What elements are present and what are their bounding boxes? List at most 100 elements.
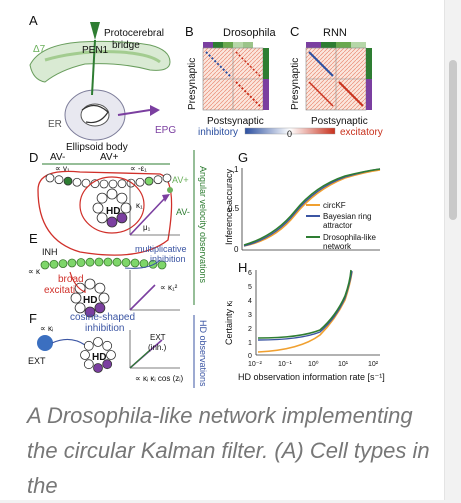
h-ytick-5: 5 — [248, 284, 252, 291]
inh-paren-text: (inh.) — [148, 343, 167, 352]
colorbar: inhibitory 0 excitatory — [198, 127, 383, 139]
neuron-dot — [112, 257, 122, 267]
h-xtick-4: 10¹ — [338, 361, 349, 368]
g-ytick-0: 0 — [234, 245, 239, 254]
figure-image: A Protocerebral bridge PEN1 Δ7 ER EPG El… — [28, 13, 385, 388]
inhibition-e-text: inhibition — [150, 254, 186, 264]
article-frame: A Protocerebral bridge PEN1 Δ7 ER EPG El… — [0, 0, 444, 500]
panel-c-ylabel: Presynaptic — [290, 58, 301, 110]
delta7-text: Δ7 — [33, 44, 46, 55]
panel-h-ylabel: Certainty κᵢ — [224, 301, 234, 345]
protocerebral-bridge-shape — [29, 40, 171, 83]
side-label-hd: HD observations — [198, 320, 208, 387]
panel-c-xlabel: Postsynaptic — [311, 116, 368, 127]
neuron-dot — [102, 359, 113, 370]
panel-g-ylabel: Inference accuracy — [224, 168, 234, 245]
g-curve-circkf — [243, 169, 381, 247]
neuron-dot — [130, 258, 140, 268]
panel-h: H Certainty κᵢ 6 5 4 3 2 1 0 10⁻² 10⁻¹ 1… — [224, 260, 385, 382]
h-xtick-5: 10² — [368, 361, 379, 368]
neuron-dot — [83, 359, 94, 370]
h-curve-bayes — [257, 270, 353, 341]
neuron-dot — [58, 259, 68, 269]
ext-text: EXT — [28, 356, 46, 366]
legend-bayes2: attractor — [323, 221, 353, 230]
vertical-scrollbar[interactable] — [444, 0, 461, 500]
panel-c-title: RNN — [323, 27, 347, 39]
h-ytick-6: 6 — [248, 270, 252, 277]
h-xtick-1: 10⁻² — [248, 361, 262, 368]
k2-text: ∝ κ₁² — [160, 283, 178, 292]
neuron-dot — [83, 340, 94, 351]
neuron-dot — [99, 179, 109, 189]
avminus-text: AV- — [50, 152, 65, 163]
figure-caption: A Drosophila-like network implementing t… — [27, 403, 430, 498]
neuron-dot — [121, 258, 131, 267]
neuron-dot — [85, 257, 95, 267]
neuron-dot — [102, 340, 113, 351]
er-text: ER — [48, 119, 62, 130]
neuron-dot — [49, 259, 59, 269]
neuron-dot — [92, 202, 104, 214]
excitation-text: excitation — [44, 285, 86, 296]
h-xtick-3: 10⁰ — [308, 360, 319, 368]
k2-left-text: ∝ κ — [28, 267, 41, 276]
pen1-text: PEN1 — [82, 45, 109, 56]
neuron-dot — [96, 212, 108, 224]
neuron-dot — [117, 179, 127, 189]
hd-text-d: HD — [106, 206, 120, 217]
neuron-dot — [74, 302, 86, 314]
avminus2-text: AV- — [176, 207, 190, 217]
neuron-dot — [84, 306, 96, 318]
panel-c: C RNN Presynaptic Postsynaptic — [290, 24, 372, 127]
neuron-dot — [106, 188, 118, 200]
panel-e-label: E — [29, 231, 38, 246]
neuron-dot — [70, 292, 82, 304]
neuron-dot — [45, 173, 55, 183]
neuron-dot — [84, 278, 96, 290]
legend-dros2: network — [323, 242, 352, 251]
colorbar-inhibitory: inhibitory — [198, 127, 238, 138]
neuron-dot — [54, 175, 64, 185]
g-ytick-1: 1 — [234, 165, 239, 174]
neuron-dot — [94, 282, 106, 294]
panel-f: F cosine-shaped inhibition ∝ κᵢ EXT HD E… — [28, 311, 208, 388]
neuron-dot — [63, 176, 73, 186]
neuron-dot — [103, 257, 113, 267]
neuron-dot — [153, 175, 163, 185]
panel-e: E INH ∝ κ broad excitation HD multiplica… — [28, 231, 187, 318]
hd-text-e: HD — [83, 295, 97, 306]
inhibition-f-text: inhibition — [85, 323, 124, 334]
g-curve-dros — [243, 168, 381, 246]
h-curve-dros — [257, 269, 352, 339]
neuron-dot — [96, 192, 108, 204]
legend-dros1: Drosophila-like — [323, 233, 376, 242]
panel-h-label: H — [238, 260, 247, 275]
h-ytick-4: 4 — [248, 298, 252, 305]
neuron-dot — [116, 192, 128, 204]
side-label-av: Angular velocity observations — [198, 166, 208, 284]
epg-text: EPG — [155, 125, 176, 136]
neuron-dot — [157, 260, 167, 270]
panel-f-label: F — [29, 311, 37, 326]
panel-b-label: B — [185, 24, 194, 39]
colorbar-excitatory: excitatory — [340, 127, 383, 138]
neuron-dot — [94, 302, 106, 314]
panel-b: B Drosophila Presynaptic Postsynaptic — [185, 24, 276, 127]
neuron-dot — [80, 350, 90, 360]
neuron-dot — [40, 260, 50, 270]
protocerebral-text: Protocerebral — [104, 28, 164, 39]
colorbar-zero: 0 — [287, 129, 292, 139]
panel-b-ylabel: Presynaptic — [187, 58, 198, 110]
neuron-dot — [106, 350, 116, 360]
legend-circkf: circKF — [323, 201, 346, 210]
neuron-dot — [135, 177, 145, 187]
inh-neuron-row — [40, 257, 167, 270]
scrollbar-thumb[interactable] — [449, 60, 457, 220]
panel-a-label: A — [29, 13, 38, 28]
broad-text: broad — [58, 274, 84, 285]
panel-g-label: G — [238, 150, 248, 165]
panel-b-xlabel: Postsynaptic — [207, 116, 264, 127]
neuron-dot — [116, 212, 128, 224]
ellipsoid-text: Ellipsoid body — [66, 142, 128, 153]
